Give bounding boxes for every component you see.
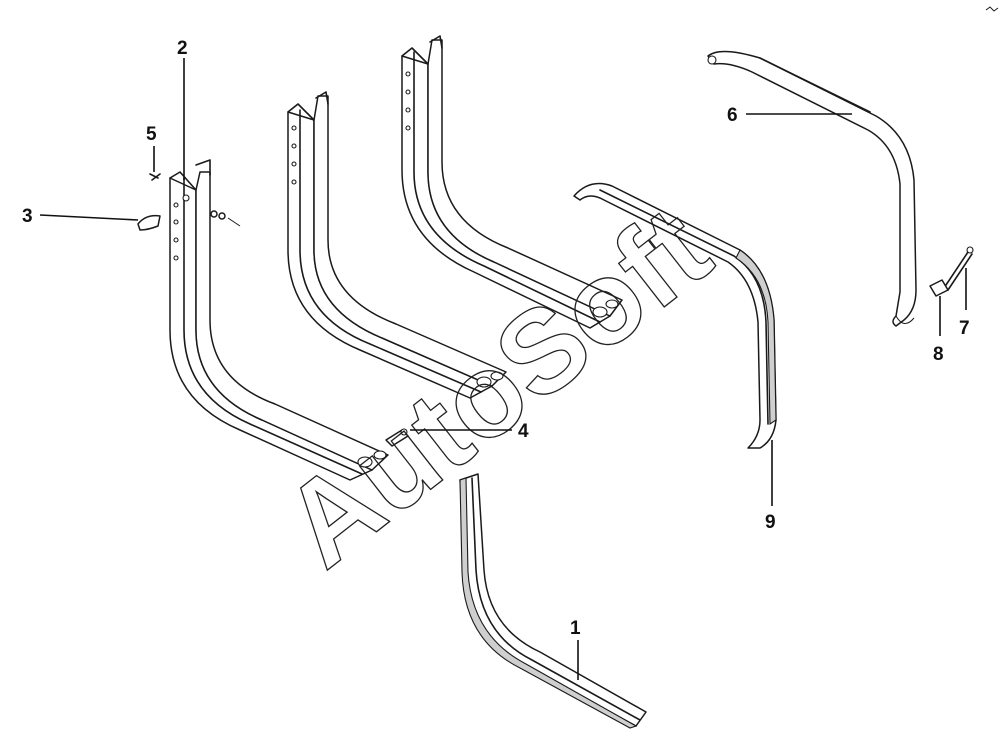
- callout-7: 7: [959, 318, 970, 339]
- callout-8: 8: [933, 344, 944, 365]
- fastener-5: [149, 173, 161, 181]
- bolt-4: [385, 428, 409, 447]
- liner-1: [459, 473, 647, 729]
- nut-8: [929, 279, 949, 297]
- callout-9: 9: [765, 512, 776, 533]
- bolt-7: [943, 246, 974, 291]
- bracket-middle: [287, 91, 507, 399]
- fastener-3: [137, 214, 161, 231]
- bracket-left: [169, 159, 389, 481]
- callout-6: 6: [727, 105, 738, 126]
- corner-mark: [985, 6, 999, 12]
- callout-1: 1: [570, 618, 581, 639]
- strap-6: [707, 50, 917, 327]
- leader-lines: [39, 58, 967, 680]
- rubber-strip-9: [573, 182, 777, 449]
- washers-group: [210, 210, 241, 227]
- callout-5: 5: [146, 124, 157, 145]
- bracket-right: [401, 35, 623, 329]
- callout-3: 3: [22, 206, 33, 227]
- callout-4: 4: [518, 421, 529, 442]
- callout-2: 2: [177, 38, 188, 59]
